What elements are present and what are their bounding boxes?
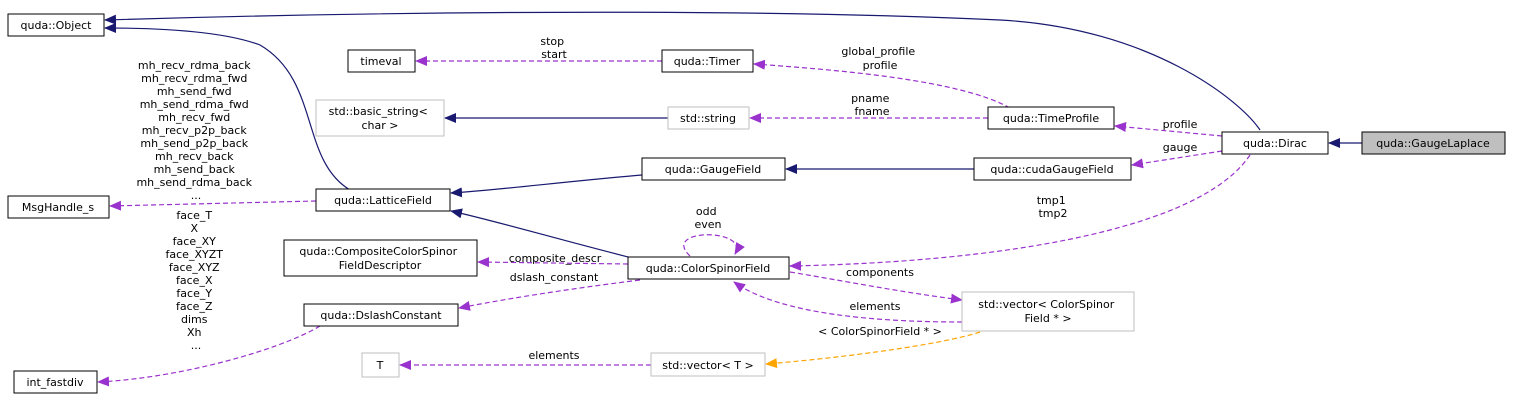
edge-vector-csf-elements: [733, 281, 963, 323]
node-quda-cudagaugefield[interactable]: quda::cudaGaugeField: [973, 157, 1132, 181]
node-quda-gaugefield[interactable]: quda::GaugeField: [641, 157, 786, 181]
edge-dirac-timeprofile: [1114, 122, 1223, 137]
node-composite-descriptor[interactable]: quda::CompositeColorSpinor FieldDescript…: [283, 239, 478, 277]
label-csf-dslash: dslash_constant: [510, 271, 599, 284]
node-label: T: [376, 359, 384, 372]
node-label: std::string: [680, 112, 736, 125]
edge-labels: stop start global_profile profile pname …: [136, 35, 1197, 362]
node-quda-dirac[interactable]: quda::Dirac: [1221, 131, 1329, 155]
node-label: std::vector< T >: [662, 359, 753, 372]
edge-latticefield-to-object: [104, 23, 351, 191]
edge-csf-vector: [789, 271, 963, 304]
label-timeprofile-string: pname fname: [851, 92, 893, 118]
edge-template-instance: [765, 331, 981, 369]
node-label: quda::Object: [21, 19, 93, 32]
label-lattice-msghandle: mh_recv_rdma_back mh_recv_rdma_fwd mh_se…: [136, 59, 255, 202]
label-csf-self: odd even: [694, 205, 721, 231]
node-label: quda::ColorSpinorField: [646, 262, 770, 275]
node-label: quda::GaugeLaplace: [1376, 137, 1490, 150]
node-quda-dslashconstant[interactable]: quda::DslashConstant: [303, 303, 459, 327]
edges: [97, 11, 1362, 387]
label-timer-timeval: stop start: [540, 35, 567, 61]
node-label: quda::Timer: [674, 55, 741, 68]
edge-csf-self: [683, 234, 745, 257]
node-int-fastdiv[interactable]: int_fastdiv: [13, 370, 98, 394]
node-label: MsgHandle_s: [22, 201, 94, 214]
edge-csf-to-latticefield: [450, 208, 641, 261]
label-vector-t-elements: elements: [528, 349, 579, 362]
edge-csf-composite: [477, 257, 629, 268]
node-label: std::vector< ColorSpinor Field * >: [978, 298, 1118, 325]
node-label: quda::CompositeColorSpinor FieldDescript…: [299, 245, 460, 272]
node-label: timeval: [360, 55, 401, 68]
label-dirac-csf: tmp1 tmp2: [1037, 194, 1070, 220]
edge-dirac-csf: [789, 154, 1251, 271]
node-std-vector-colorspinorfield[interactable]: std::vector< ColorSpinor Field * >: [961, 291, 1135, 332]
node-std-string[interactable]: std::string: [667, 106, 750, 130]
label-dirac-timeprofile: profile: [1163, 118, 1198, 131]
label-csf-vector: components: [846, 266, 914, 279]
edge-timeprofile-timer: [753, 59, 1011, 109]
node-label: quda::TimeProfile: [1003, 112, 1099, 125]
node-quda-colorspinorfield[interactable]: quda::ColorSpinorField: [627, 256, 790, 280]
node-label: quda::cudaGaugeField: [990, 163, 1113, 176]
edge-dslash-fastdiv: [97, 325, 321, 387]
edge-gaugefield-to-latticefield: [450, 174, 643, 198]
node-std-vector-t[interactable]: std::vector< T >: [650, 352, 766, 377]
node-quda-timer[interactable]: quda::Timer: [661, 49, 754, 73]
node-quda-latticefield[interactable]: quda::LatticeField: [315, 188, 451, 212]
node-label: quda::GaugeField: [665, 163, 761, 176]
node-label: quda::Dirac: [1243, 137, 1307, 150]
node-timeval[interactable]: timeval: [347, 49, 416, 73]
node-label: std::basic_string< char >: [329, 105, 432, 132]
label-vector-csf-elements: elements: [849, 300, 900, 313]
node-quda-gaugelaplace[interactable]: quda::GaugeLaplace: [1361, 131, 1506, 155]
edge-csf-dslash: [458, 279, 641, 311]
edge-dirac-cudagauge: [1131, 150, 1223, 169]
node-quda-timeprofile[interactable]: quda::TimeProfile: [987, 106, 1115, 130]
label-template-arg: < ColorSpinorField * >: [818, 325, 942, 338]
nodes: quda::Object timeval quda::Timer std::ba…: [7, 13, 1506, 394]
label-dirac-cudagauge: gauge: [1163, 141, 1198, 154]
node-label: int_fastdiv: [26, 376, 84, 389]
edge-dirac-to-object: [104, 11, 1261, 131]
label-timeprofile-timer: global_profile profile: [841, 45, 918, 72]
node-t[interactable]: T: [361, 352, 400, 378]
node-std-basic-string[interactable]: std::basic_string< char >: [315, 99, 445, 137]
label-dslash-fastdiv: face_T X face_XY face_XYZT face_XYZ face…: [166, 209, 227, 352]
node-quda-object[interactable]: quda::Object: [7, 13, 105, 37]
node-msghandle-s[interactable]: MsgHandle_s: [7, 195, 110, 219]
node-label: quda::DslashConstant: [320, 309, 442, 322]
node-label: quda::LatticeField: [334, 194, 432, 207]
label-csf-composite: composite_descr: [509, 252, 602, 265]
edge-lattice-msghandle: [109, 200, 317, 211]
